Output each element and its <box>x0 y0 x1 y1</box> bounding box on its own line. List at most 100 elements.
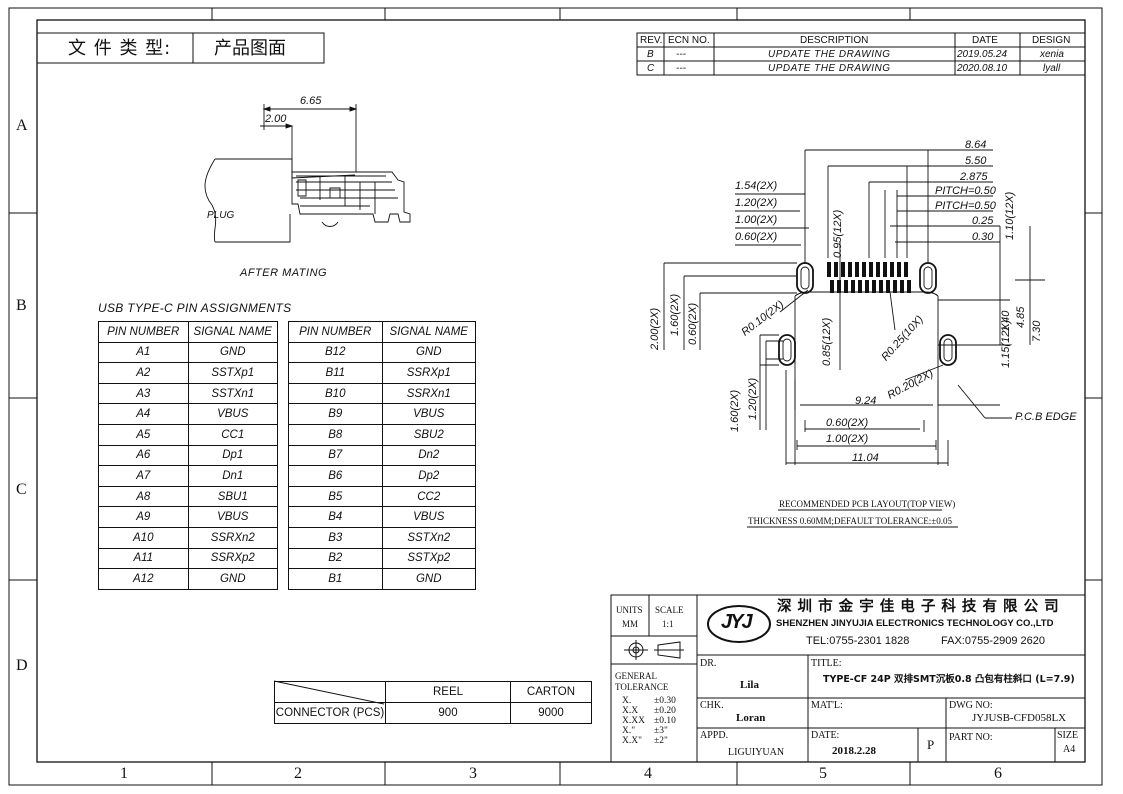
rev-c-ecn: --- <box>676 63 686 74</box>
dim-4-85: 4.85 <box>1015 306 1027 328</box>
grid-col-1: 1 <box>120 765 128 782</box>
signal-name: SBU1 <box>187 485 278 508</box>
pcb-pad-lower <box>900 280 904 293</box>
tolerance-class: X.X <box>622 706 639 716</box>
signal-name: VBUS <box>187 506 278 528</box>
pin-assignments-title: USB TYPE-C PIN ASSIGNMENTS <box>98 301 292 315</box>
signal-name: SBU2 <box>381 423 476 446</box>
rev-c-rev: C <box>647 63 655 74</box>
pcb-pad-upper <box>869 262 873 277</box>
pcb-pad-upper <box>841 262 845 277</box>
pin-number: B3 <box>288 526 383 549</box>
grid-col-5: 5 <box>819 765 827 782</box>
scale-label: SCALE <box>655 605 684 615</box>
signal-name: VBUS <box>381 403 476 425</box>
pin-number: B11 <box>288 362 383 384</box>
dim-0-25: 0.25 <box>972 215 994 227</box>
grid-row-c: C <box>16 481 27 498</box>
chk-label: CHK. <box>700 700 724 711</box>
pcb-pad-upper <box>876 262 880 277</box>
rev-b-rev: B <box>647 49 654 60</box>
dim-8-64: 8.64 <box>965 139 987 151</box>
dim-1-00-2x-bottom: 1.00(2X) <box>826 433 869 445</box>
scale-value: 1:1 <box>662 619 674 629</box>
dim-1-60-2x-upper: 1.60(2X) <box>669 293 681 336</box>
pcb-pad-upper <box>890 262 894 277</box>
pcb-pad-upper <box>827 262 831 277</box>
grid-col-4: 4 <box>644 765 652 782</box>
general-tolerance-label: GENERAL TOLERANCE <box>615 671 669 692</box>
pcb-pad-upper <box>883 262 887 277</box>
tolerance-value: ±3" <box>654 726 668 736</box>
company-fax: FAX:0755-2909 2620 <box>941 635 1045 647</box>
tolerance-value: ±2" <box>654 736 668 746</box>
date-label: DATE: <box>811 730 840 741</box>
dim-11-04: 11.04 <box>852 452 879 464</box>
signal-name: SSRXn2 <box>187 526 278 549</box>
dim-1-20-2x-lower: 1.20(2X) <box>747 377 759 420</box>
pcb-thickness-note: THICKNESS 0.60MM;DEFAULT TOLERANCE:±0.05 <box>748 516 952 526</box>
pcb-pad-lower <box>879 280 883 293</box>
dim-1-54-2x: 1.54(2X) <box>735 180 778 192</box>
dwg-no-label: DWG NO: <box>949 700 993 711</box>
company-logo <box>707 605 771 643</box>
pin-number: A7 <box>98 465 189 487</box>
pin-number: B1 <box>288 568 383 590</box>
reel-value: 900 <box>385 702 511 724</box>
dim-0-95-12x: 0.95(12X) <box>832 209 844 258</box>
pin-number: B7 <box>288 444 383 467</box>
appd-label: APPD. <box>700 730 729 741</box>
pin-number: A5 <box>98 423 189 446</box>
connector-pcs-label: CONNECTOR (PCS) <box>274 702 386 724</box>
dim-1-15-12x: 1.15(12X) <box>1000 319 1012 368</box>
dim-1-00-2x: 1.00(2X) <box>735 214 778 226</box>
pcb-pad-lower <box>907 280 911 293</box>
matl-label: MAT'L: <box>811 700 843 711</box>
logo-text: JYJ <box>721 611 753 633</box>
dim-0-30: 0.30 <box>972 231 994 243</box>
title-value: TYPE-CF 24P 双排SMT沉板0.8 凸包有柱斜口 (L=7.9) <box>823 674 1075 685</box>
signal-name: Dn2 <box>381 444 476 467</box>
signal-name: Dn1 <box>187 465 278 487</box>
pin-number: A8 <box>98 485 189 508</box>
rev-header-rev: REV. <box>640 35 663 46</box>
pin-number: A3 <box>98 382 189 405</box>
pcb-pad-lower <box>865 280 869 293</box>
rev-b-design: xenia <box>1040 49 1064 60</box>
rev-c-description: UPDATE THE DRAWING <box>768 63 891 74</box>
grid-col-6: 6 <box>994 765 1002 782</box>
signal-name: GND <box>381 341 476 364</box>
pcb-pads-group <box>827 262 911 293</box>
rev-b-date: 2019.05.24 <box>957 49 1008 60</box>
pcb-pad-upper <box>862 262 866 277</box>
pin-number: A4 <box>98 403 189 425</box>
units-label: UNITS <box>616 605 643 615</box>
dwg-no-value: JYJUSB-CFD058LX <box>972 712 1067 724</box>
date-value: 2018.2.28 <box>832 745 876 757</box>
pin-number: B12 <box>288 341 383 364</box>
dim-pitch-1: PITCH=0.50 <box>935 185 996 197</box>
appd-value: LIGUIYUAN <box>728 747 785 758</box>
rev-header-design: DESIGN <box>1032 35 1071 46</box>
signal-name: Dp2 <box>381 465 476 487</box>
dim-1-60-2x-lower: 1.60(2X) <box>729 389 741 432</box>
pcb-layout-caption: RECOMMENDED PCB LAYOUT(TOP VIEW) <box>779 499 956 509</box>
pcb-pad-lower <box>858 280 862 293</box>
pin-number: B4 <box>288 506 383 528</box>
chk-value: Loran <box>736 712 766 724</box>
pin-number: A12 <box>98 568 189 590</box>
